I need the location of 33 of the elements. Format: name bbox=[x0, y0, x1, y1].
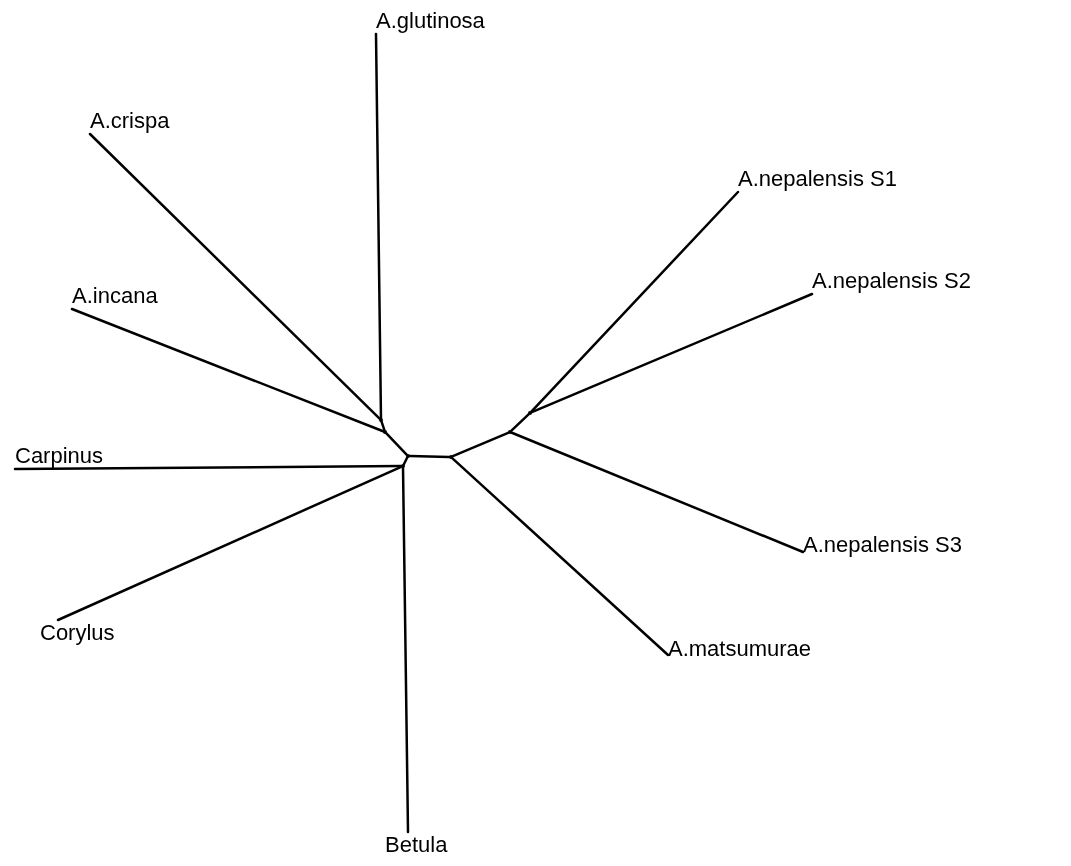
taxon-label: A.nepalensis S1 bbox=[738, 166, 897, 192]
tree-branch bbox=[402, 456, 409, 466]
taxon-label: Betula bbox=[385, 832, 448, 858]
tree-branch bbox=[13, 464, 403, 471]
branch-point bbox=[401, 464, 405, 468]
taxon-label: A.crispa bbox=[90, 108, 170, 134]
branch-point bbox=[528, 411, 532, 415]
taxon-label: Carpinus bbox=[15, 443, 104, 469]
branch-point bbox=[508, 430, 512, 434]
tree-branch bbox=[385, 432, 408, 456]
tree-branch bbox=[451, 457, 670, 657]
tree-branch bbox=[380, 420, 386, 432]
tree-branch bbox=[451, 431, 510, 458]
tree-branch bbox=[510, 413, 530, 432]
tree-branch bbox=[530, 292, 814, 414]
tree-branch bbox=[530, 190, 740, 413]
branch-point bbox=[379, 418, 383, 422]
branch-point bbox=[406, 454, 410, 458]
taxon-label: A.matsumurae bbox=[668, 636, 812, 662]
tree-branch bbox=[401, 466, 410, 834]
taxon-label: A.incana bbox=[72, 283, 158, 309]
tree-branch bbox=[510, 431, 805, 554]
tree-branch bbox=[408, 454, 451, 459]
taxon-label: A.nepalensis S2 bbox=[812, 268, 971, 294]
tree-branch bbox=[70, 307, 385, 433]
branch-point bbox=[449, 455, 453, 459]
tree-branch bbox=[56, 465, 403, 622]
tree-branch bbox=[88, 132, 381, 420]
taxon-label: A.nepalensis S3 bbox=[803, 532, 962, 558]
taxon-label: Corylus bbox=[40, 620, 115, 646]
branch-point bbox=[383, 430, 387, 434]
tree-branch bbox=[374, 32, 383, 420]
taxon-label: A.glutinosa bbox=[376, 8, 485, 34]
